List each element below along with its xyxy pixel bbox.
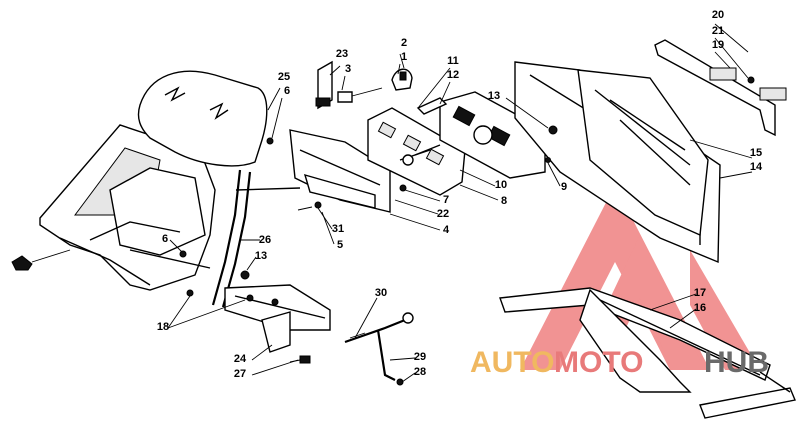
watermark-part-hub: HUB [704,346,769,379]
bumper-bar [499,287,796,419]
clip-bracket [315,60,383,110]
callout-c19: 19 [712,39,724,51]
callout-c6a: 6 [284,85,290,97]
knob [391,68,413,91]
callout-c17: 17 [694,287,706,299]
leader-lines [167,23,753,383]
watermark-triangle-right [690,250,760,370]
watermark-text: AUTO MOTO HUB [470,346,769,379]
callout-c8: 8 [501,195,507,207]
callout-c26: 26 [259,234,271,246]
callout-c27: 27 [234,368,246,380]
callout-c9: 9 [561,181,567,193]
callout-c3: 3 [345,63,351,75]
callout-c16: 16 [694,302,706,314]
watermark-part-auto: AUTO [470,346,554,379]
callout-c15: 15 [750,147,762,159]
backrest-support-bar [211,169,301,308]
watermark-part-moto: MOTO [554,346,643,379]
callout-c13a: 13 [488,90,500,102]
callout-c24: 24 [234,353,247,365]
callout-c1: 1 [401,51,407,63]
callout-c25: 25 [278,71,290,83]
rear-flap-frame [514,61,721,264]
handle-loop [344,312,414,386]
callout-c14: 14 [750,161,763,173]
callout-c29: 29 [414,351,426,363]
callout-c11: 11 [447,55,459,67]
callout-c31: 31 [332,223,344,235]
callout-c23: 23 [336,48,348,60]
callout-c21: 21 [712,25,724,37]
callout-c2: 2 [401,37,407,49]
callout-c6b: 6 [162,233,168,245]
seat-tunnel-assembly [11,124,216,291]
callout-c5: 5 [337,239,343,251]
callout-labels: 1232325611121320211915149108722431526613… [157,9,763,380]
callout-c20: 20 [712,9,724,21]
callout-c13b: 13 [255,250,267,262]
backrest [137,70,274,167]
callout-c18: 18 [157,321,169,333]
callout-c30: 30 [375,287,387,299]
callout-c28: 28 [414,366,426,378]
reflector-strip [654,39,787,137]
tail-light-housing [367,107,466,196]
callout-c12: 12 [447,69,459,81]
tail-light-lens [416,91,546,179]
callout-c4: 4 [443,224,450,236]
callout-c10: 10 [495,179,507,191]
callout-c22: 22 [437,208,449,220]
hinge-bracket [186,270,331,364]
callout-c7: 7 [443,194,449,206]
